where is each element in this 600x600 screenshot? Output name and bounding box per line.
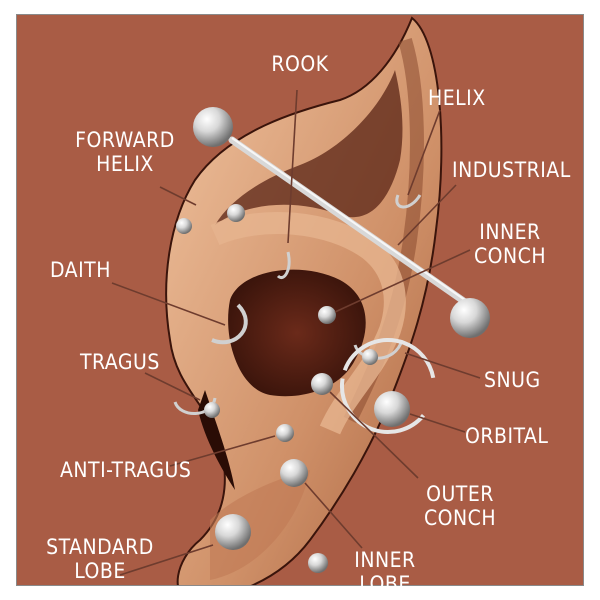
leader-industrial — [397, 184, 457, 246]
label-snug: Snug — [484, 368, 541, 392]
inner-lobe-ball-upper — [280, 459, 308, 487]
daith-ring — [211, 303, 248, 345]
industrial-ball-top — [193, 107, 233, 147]
label-orbital: Orbital — [465, 424, 549, 448]
label-industrial: Industrial — [452, 158, 571, 182]
bottom-margin — [0, 586, 600, 600]
leader-forward-helix — [159, 186, 197, 206]
leader-anti-tragus — [169, 435, 276, 467]
tragus-ball — [204, 402, 220, 418]
leader-inner-lobe — [304, 482, 363, 549]
leader-inner-conch — [334, 249, 471, 313]
label-tragus: Tragus — [80, 350, 160, 374]
industrial-bar — [228, 136, 469, 306]
label-forward-helix: Forward Helix — [75, 128, 175, 176]
leader-tragus — [144, 372, 201, 401]
snug-ball — [362, 349, 378, 365]
orbital-ball — [374, 391, 410, 427]
inner-conch-ball — [318, 306, 336, 324]
standard-lobe-ball — [215, 514, 251, 550]
forward-helix-ball-2 — [227, 204, 245, 222]
leader-standard-lobe — [119, 544, 214, 576]
label-rook: Rook — [271, 52, 329, 76]
helix-ring — [395, 194, 422, 209]
label-daith: Daith — [50, 258, 111, 282]
leader-lines — [111, 89, 481, 576]
antihelix — [210, 212, 406, 435]
label-anti-tragus: Anti-Tragus — [60, 458, 192, 482]
leader-rook — [287, 89, 298, 244]
label-outer-conch: Outer Conch — [423, 482, 497, 530]
rook-ring — [276, 251, 291, 279]
lobe-shade — [210, 470, 310, 580]
industrial-ball-bottom — [450, 298, 490, 338]
outer-conch-ball — [311, 373, 333, 395]
upper-fossa — [215, 70, 403, 225]
leader-orbital — [409, 413, 466, 433]
label-helix: Helix — [428, 86, 486, 110]
forward-helix-ball-1 — [176, 218, 192, 234]
inner-lobe-ball-lower — [308, 553, 328, 573]
label-inner-conch: Inner Conch — [473, 220, 547, 268]
leader-snug — [404, 352, 481, 379]
label-standard-lobe: Standard Lobe — [46, 535, 154, 583]
anti-tragus-ball — [276, 424, 294, 442]
leader-outer-conch — [329, 391, 419, 479]
leader-daith — [111, 282, 226, 326]
leader-helix — [407, 109, 441, 196]
orbital-ring — [339, 338, 436, 434]
concha — [228, 269, 366, 397]
